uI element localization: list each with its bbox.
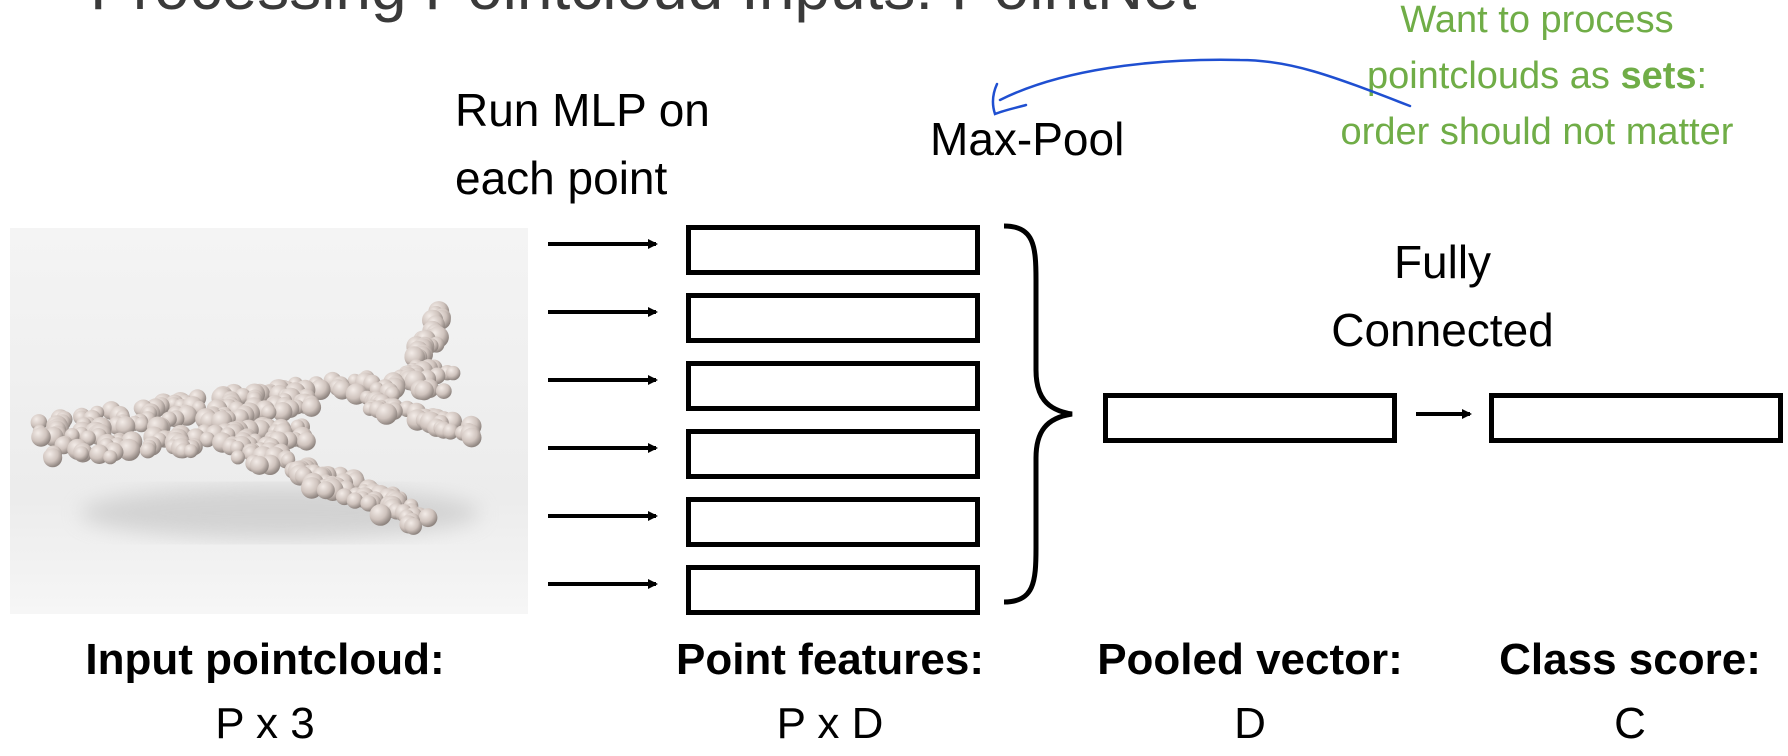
point-sphere (139, 442, 156, 459)
point-sphere (183, 444, 198, 459)
note-line-1: Want to process (1400, 0, 1674, 41)
point-sphere (31, 427, 51, 447)
airplane-pointcloud-drawing (30, 301, 482, 539)
point-sphere (414, 381, 434, 401)
point-sphere (103, 450, 118, 465)
point-feature-box (686, 225, 980, 275)
point-sphere (310, 379, 331, 400)
point-sphere (405, 517, 422, 535)
point-sphere (199, 431, 216, 448)
point-sphere (230, 450, 245, 465)
point-sphere (346, 492, 364, 509)
fully-connected-label: Fully Connected (1331, 236, 1554, 356)
mlp-arrows (548, 239, 658, 589)
point-sphere (301, 397, 322, 417)
mlp-label: Run MLP on each point (455, 84, 710, 204)
point-sphere (115, 416, 136, 436)
maxpool-brace-icon (1003, 223, 1073, 605)
point-feature-box (686, 497, 980, 547)
set-ordering-note: Want to process pointclouds as sets: ord… (1302, 0, 1772, 160)
point-sphere (418, 508, 438, 528)
caption-class-score: Class score: C (1499, 635, 1761, 748)
point-sphere (118, 439, 141, 461)
caption-pooled-vector: Pooled vector: D (1097, 635, 1403, 748)
point-sphere (133, 417, 149, 433)
point-sphere (435, 383, 452, 399)
pointcloud-spheres (30, 301, 482, 535)
point-sphere (442, 423, 459, 440)
class-score-box (1489, 393, 1783, 443)
point-sphere (73, 446, 89, 462)
point-sphere (43, 448, 63, 468)
point-feature-box (686, 361, 980, 411)
point-sphere (446, 365, 461, 381)
pooled-vector-box (1103, 393, 1397, 443)
airplane-pointcloud-image (10, 228, 528, 614)
slide-title: Processing Pointcloud Inputs: PointNet (90, 0, 1196, 24)
note-line-3: order should not matter (1340, 111, 1734, 153)
point-sphere (375, 403, 398, 425)
point-sphere (369, 504, 392, 526)
point-sphere (316, 481, 335, 500)
point-sphere (297, 432, 316, 451)
maxpool-label: Max-Pool (930, 113, 1125, 165)
point-feature-box (686, 565, 980, 615)
note-line-2: pointclouds as sets: (1366, 55, 1708, 97)
point-sphere (272, 402, 293, 422)
point-feature-box (686, 293, 980, 343)
annotation-arrow-icon (991, 58, 1412, 116)
point-feature-box (686, 429, 980, 479)
point-sphere (300, 477, 323, 499)
point-sphere (261, 404, 277, 420)
caption-input-pointcloud: Input pointcloud: P x 3 (85, 635, 445, 748)
caption-point-features: Point features: P x D (675, 635, 985, 748)
point-sphere (249, 455, 269, 475)
point-sphere (461, 427, 482, 448)
